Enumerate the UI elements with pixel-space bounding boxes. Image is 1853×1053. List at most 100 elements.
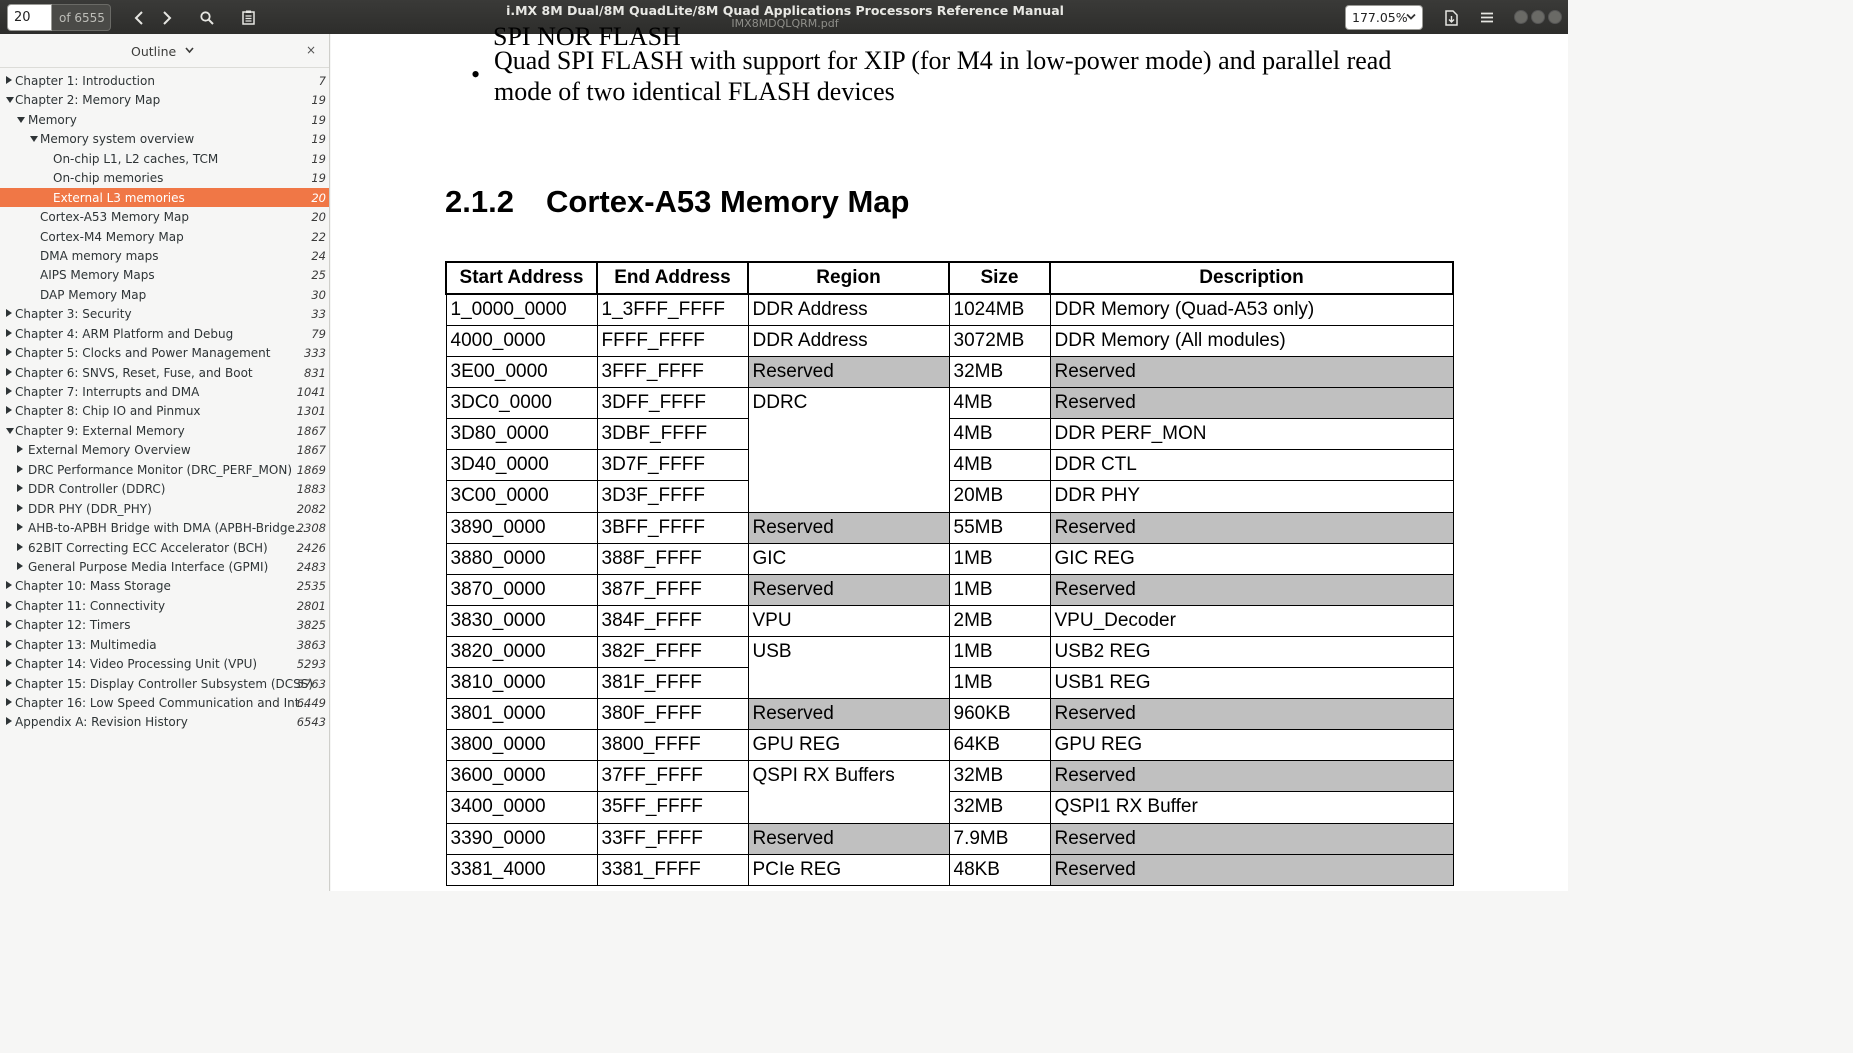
annotations-button[interactable] xyxy=(236,4,260,31)
description-cell: Reserved xyxy=(1049,760,1454,793)
expander-right-icon[interactable] xyxy=(6,717,12,726)
expander-down-icon[interactable] xyxy=(17,116,25,123)
outline-item[interactable]: DDR Controller (DDRC)1883 xyxy=(0,479,329,498)
end-address-cell: 3BFF_FFFF xyxy=(596,511,749,544)
outline-item[interactable]: Chapter 14: Video Processing Unit (VPU)5… xyxy=(0,654,329,673)
outline-item-page: 19 xyxy=(311,93,326,108)
expander-right-icon[interactable] xyxy=(6,309,12,318)
outline-item[interactable]: General Purpose Media Interface (GPMI)24… xyxy=(0,557,329,576)
expander-right-icon[interactable] xyxy=(17,464,23,473)
expander-right-icon[interactable] xyxy=(6,600,12,609)
expander-right-icon[interactable] xyxy=(17,542,23,551)
outline-item-label: Chapter 9: External Memory xyxy=(15,423,185,438)
expander-right-icon[interactable] xyxy=(17,503,23,512)
expander-right-icon[interactable] xyxy=(6,639,12,648)
expander-right-icon[interactable] xyxy=(6,406,12,415)
description-cell: Reserved xyxy=(1049,387,1454,420)
outline-item-page: 2308 xyxy=(296,521,326,536)
outline-item-page: 2426 xyxy=(296,540,326,555)
search-button[interactable] xyxy=(195,4,219,31)
menu-button[interactable] xyxy=(1475,4,1499,31)
page-number-input[interactable]: 20 xyxy=(7,4,52,31)
zoom-select[interactable]: 177.05% xyxy=(1345,5,1423,30)
expander-right-icon[interactable] xyxy=(6,387,12,395)
expander-right-icon[interactable] xyxy=(17,484,23,493)
chevron-right-icon xyxy=(163,10,172,25)
outline-item-label: Chapter 7: Interrupts and DMA xyxy=(15,385,200,399)
expander-right-icon[interactable] xyxy=(6,367,12,376)
sidebar-close-button[interactable]: × xyxy=(306,43,317,57)
expander-down-icon[interactable] xyxy=(30,136,38,143)
outline-item[interactable]: Chapter 15: Display Controller Subsystem… xyxy=(0,674,329,693)
previous-page-button[interactable] xyxy=(128,4,150,31)
outline-item[interactable]: Chapter 4: ARM Platform and Debug 79 xyxy=(0,324,329,343)
expander-right-icon[interactable] xyxy=(17,561,23,570)
close-icon[interactable] xyxy=(1548,10,1562,24)
expander-right-icon[interactable] xyxy=(6,620,12,629)
save-document-button[interactable] xyxy=(1438,4,1464,31)
outline-item[interactable]: 62BIT Correcting ECC Accelerator (BCH)24… xyxy=(0,538,329,557)
outline-item-label: AIPS Memory Maps xyxy=(40,268,155,283)
expander-right-icon[interactable] xyxy=(6,76,12,84)
expander-right-icon[interactable] xyxy=(6,678,12,687)
region-cell: QSPI RX Buffers xyxy=(747,760,950,792)
size-cell: 32MB xyxy=(948,791,1051,824)
start-address-cell: 4000_0000 xyxy=(445,324,598,358)
expander-right-icon[interactable] xyxy=(17,445,23,454)
minimize-icon[interactable] xyxy=(1514,10,1528,24)
expander-down-icon[interactable] xyxy=(6,427,14,434)
next-page-button[interactable] xyxy=(156,4,178,31)
region-cell: DDR Address xyxy=(747,293,950,326)
end-address-cell: 3800_FFFF xyxy=(596,729,749,762)
expander-right-icon[interactable] xyxy=(6,328,12,337)
sidebar-title[interactable]: Outline xyxy=(131,44,177,59)
expander-right-icon[interactable] xyxy=(6,698,12,706)
expander-right-icon[interactable] xyxy=(6,581,12,590)
chevron-down-icon[interactable] xyxy=(185,47,194,54)
maximize-icon[interactable] xyxy=(1531,10,1545,24)
size-cell: 55MB xyxy=(948,511,1051,544)
expander-right-icon[interactable] xyxy=(6,348,12,357)
outline-item-label: Chapter 4: ARM Platform and Debug xyxy=(15,326,234,341)
expander-down-icon[interactable] xyxy=(6,97,14,104)
expander-right-icon[interactable] xyxy=(17,523,23,532)
table-header-row: Start Address End Address Region Size De… xyxy=(445,261,1454,295)
document-view[interactable]: SPI NOR FLASH • Quad SPI FLASH with supp… xyxy=(331,22,1568,891)
end-address-cell: 387F_FFFF xyxy=(596,573,749,606)
outline-item[interactable]: DDR PHY (DDR_PHY)2082 xyxy=(0,499,329,518)
outline-item[interactable]: Chapter 16: Low Speed Communication and … xyxy=(0,693,329,712)
menu-icon xyxy=(1481,12,1493,23)
description-cell: Reserved xyxy=(1049,573,1454,606)
outline-item-page: 79 xyxy=(311,326,326,341)
expander-right-icon[interactable] xyxy=(6,659,12,668)
outline-item[interactable]: AHB-to-APBH Bridge with DMA (APBH-Bridge… xyxy=(0,518,329,537)
outline-item[interactable]: DRC Performance Monitor (DRC_PERF_MON)18… xyxy=(0,460,329,479)
